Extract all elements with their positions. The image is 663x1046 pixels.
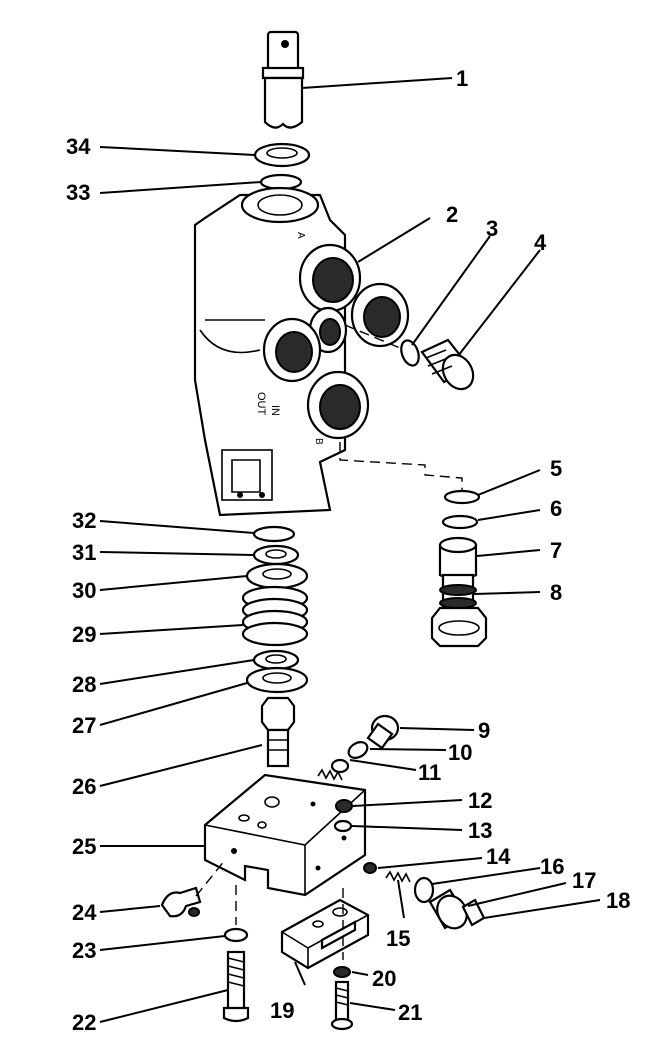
part-10-ball	[347, 741, 369, 759]
callout-17: 17	[572, 868, 596, 893]
callout-25: 25	[72, 834, 96, 859]
callout-11: 11	[418, 760, 441, 785]
axis-line-plug	[344, 324, 401, 349]
part-30-spring-seat	[245, 562, 309, 590]
part-22-bolt	[222, 950, 250, 1023]
part-23-washer	[223, 927, 249, 943]
part-12-washer	[335, 799, 353, 813]
part-8-relief-valve	[430, 573, 488, 648]
callout-9: 9	[478, 718, 490, 743]
callout-10: 10	[448, 740, 472, 765]
part-28-washer	[252, 649, 300, 671]
part-27-spring-seat	[245, 666, 309, 694]
part-33-oring	[259, 173, 303, 191]
part-21-screw	[330, 980, 354, 1031]
callout-23: 23	[72, 938, 96, 963]
callout-14: 14	[486, 844, 511, 869]
body-marking-in: IN	[269, 405, 281, 416]
leader-lines	[99, 77, 601, 1023]
callout-6: 6	[550, 496, 562, 521]
callout-22: 22	[72, 1010, 96, 1035]
callout-7: 7	[550, 538, 562, 563]
callout-3: 3	[486, 216, 498, 241]
part-31-washer	[252, 544, 300, 566]
callout-21: 21	[398, 1000, 422, 1025]
callout-2: 2	[446, 202, 458, 227]
part-1-spool	[261, 30, 305, 129]
callout-13: 13	[468, 818, 492, 843]
callout-29: 29	[72, 622, 96, 647]
axis-line-relief	[339, 442, 463, 490]
part-16-plunger	[413, 876, 435, 904]
part-3-oring	[400, 339, 420, 367]
part-24-fitting	[160, 886, 202, 918]
part-14-seal	[363, 862, 377, 874]
part-5-oring	[443, 489, 481, 505]
callout-1: 1	[456, 66, 468, 91]
part-4-plug	[420, 338, 475, 391]
callout-32: 32	[72, 508, 96, 533]
part-11-spring	[317, 758, 350, 781]
callout-24: 24	[72, 900, 97, 925]
callout-27: 27	[72, 713, 96, 738]
callout-26: 26	[72, 774, 96, 799]
part-7-cap	[438, 536, 478, 582]
part-20-washer	[333, 966, 351, 978]
part-13-washer	[333, 819, 353, 833]
part-15-spring	[385, 870, 411, 883]
callout-34: 34	[66, 134, 91, 159]
part-17-cap	[428, 888, 468, 930]
callout-16: 16	[540, 854, 564, 879]
callout-30: 30	[72, 578, 96, 603]
part-25-housing	[203, 773, 367, 897]
body-marking-b: B	[313, 438, 324, 445]
body-marking-out: OUT	[255, 392, 267, 416]
callout-28: 28	[72, 672, 96, 697]
part-32-oring	[252, 525, 296, 543]
callout-8: 8	[550, 580, 562, 605]
callout-5: 5	[550, 456, 562, 481]
callout-15: 15	[386, 926, 410, 951]
callout-numbers: 1 2 3 4 5 6 7 8 9 10 11 12 13 14 15 16 1…	[66, 66, 630, 1035]
callout-4: 4	[534, 230, 547, 255]
part-34-washer	[253, 142, 311, 168]
callout-18: 18	[606, 888, 630, 913]
callout-31: 31	[72, 540, 96, 565]
callout-19: 19	[270, 998, 294, 1023]
part-2-valve-body: OUT IN A B	[193, 186, 410, 517]
body-marking-a: A	[295, 232, 306, 239]
part-29-spring	[241, 585, 309, 647]
callout-12: 12	[468, 788, 492, 813]
part-19-bracket	[280, 898, 370, 970]
axis-line-fitting	[195, 859, 226, 897]
callout-33: 33	[66, 180, 90, 205]
part-26-spool-end	[260, 696, 296, 768]
part-6-oring	[441, 514, 479, 530]
callout-20: 20	[372, 966, 396, 991]
part-9-cap	[366, 714, 400, 750]
